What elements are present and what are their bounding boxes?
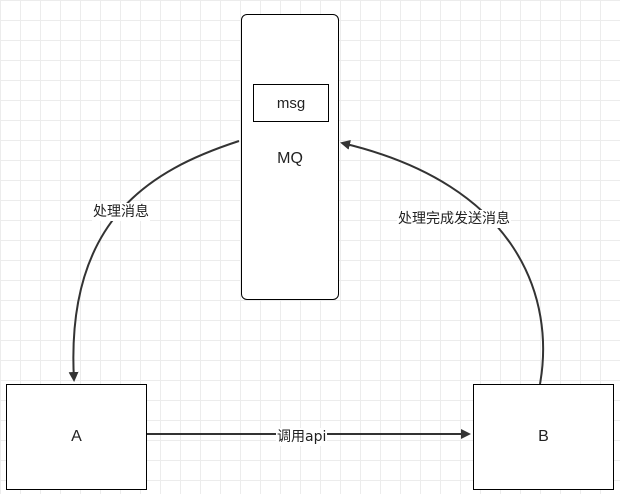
msg-node[interactable]: msg <box>253 84 329 122</box>
mq-node[interactable] <box>241 14 339 300</box>
node-b[interactable]: B <box>473 384 614 490</box>
node-a[interactable]: A <box>6 384 147 490</box>
edge-label-call-api: 调用api <box>276 428 328 446</box>
mq-label: MQ <box>277 150 303 167</box>
edge-label-done-send-message: 处理完成发送消息 <box>397 210 511 228</box>
edge-label-process-message: 处理消息 <box>92 203 150 221</box>
edge-b-to-mq <box>340 139 545 385</box>
edge-mq-to-a <box>68 140 240 382</box>
